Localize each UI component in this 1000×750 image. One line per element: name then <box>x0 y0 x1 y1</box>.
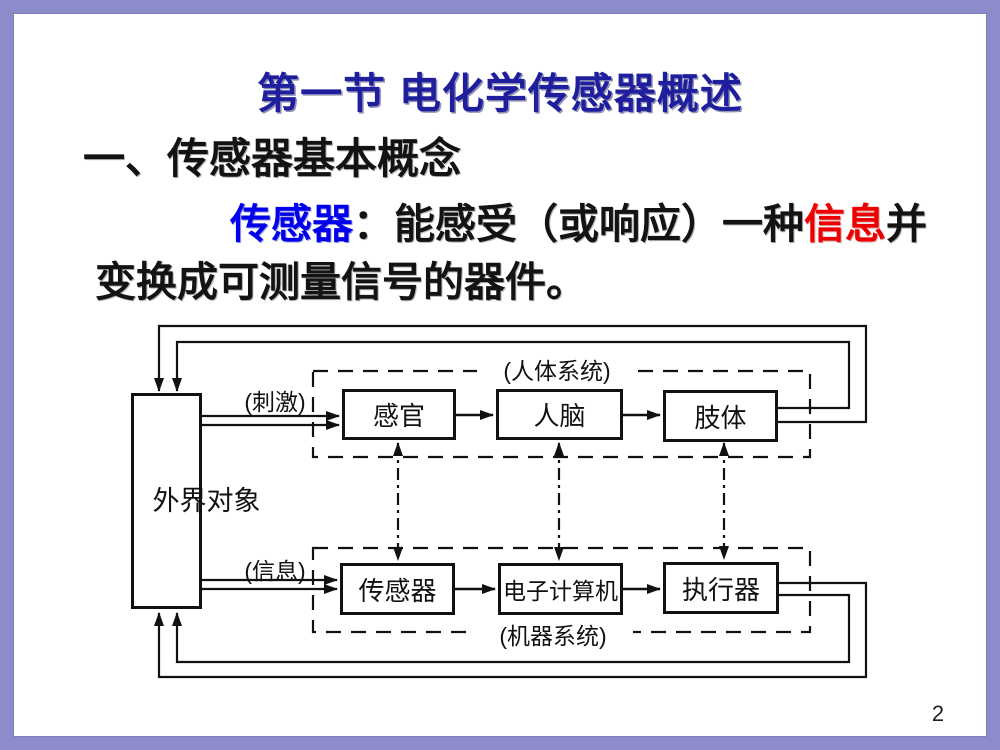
definition-tail-text: 并 <box>886 201 927 247</box>
machine-system-label: (机器系统) <box>473 624 633 648</box>
definition-line-2: 变换成可测量信号的器件。 <box>95 259 587 305</box>
feedback-loop-top-inner <box>172 340 851 410</box>
external-object-label: 外界对象 <box>152 485 261 516</box>
term-sensor: 传感器 <box>230 201 353 247</box>
section-heading: 一、传感器基本概念 <box>83 135 462 182</box>
box-computer: 电子计算机 <box>498 563 623 615</box>
definition-line-1: 传感器：能感受（或响应）一种信息并 <box>230 190 927 250</box>
box-sensor: 传感器 <box>340 563 455 615</box>
feedback-loop-bottom-inner <box>172 593 851 664</box>
definition-separator: ： <box>353 201 394 247</box>
box-actuator: 执行器 <box>663 562 779 614</box>
page-number: 2 <box>931 701 945 726</box>
box-limbs: 肢体 <box>663 390 778 442</box>
human-system-label: (人体系统) <box>477 359 637 383</box>
stimulus-label: (刺激) <box>244 389 306 415</box>
box-human-brain: 人脑 <box>496 389 623 440</box>
box-sense-organ: 感官 <box>342 389 456 440</box>
information-label: (信息) <box>244 558 306 584</box>
box-external-object: 外界对象 <box>131 393 261 609</box>
sensor-system-diagram-lines <box>154 324 868 679</box>
feedback-loop-bottom-outer <box>154 581 868 679</box>
definition-lead-text: 能感受（或响应）一种 <box>394 201 804 247</box>
slide-title: 第一节 电化学传感器概述 <box>257 70 743 117</box>
highlight-information: 信息 <box>804 201 886 247</box>
feedback-loop-top-outer <box>154 324 868 424</box>
